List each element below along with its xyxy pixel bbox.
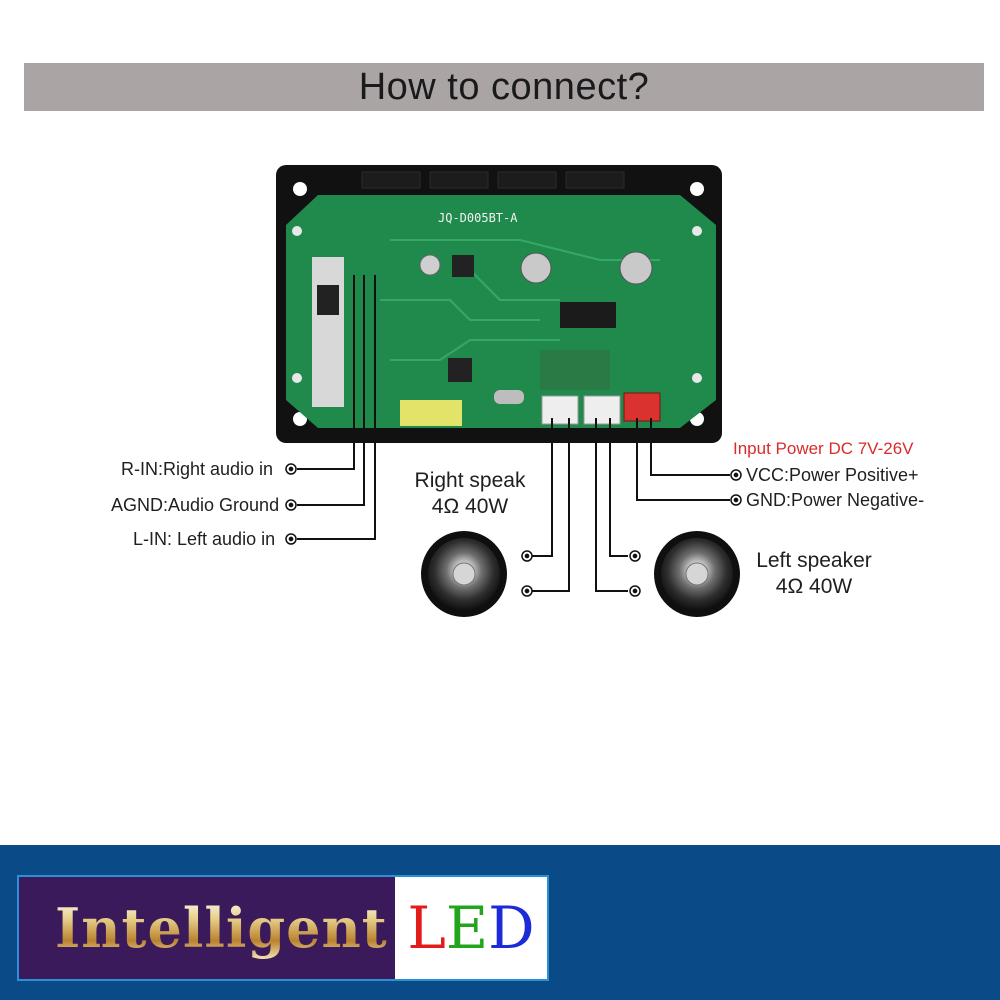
agnd-label: AGND:Audio Ground: [111, 495, 280, 515]
right-speaker-spec: 4Ω 40W: [431, 495, 509, 518]
left-speaker-spec: 4Ω 40W: [775, 575, 853, 598]
connectors: [541, 392, 661, 425]
pcb-board: JQ-D005BT-A: [286, 195, 716, 428]
gnd-label: GND:Power Negative-: [746, 490, 925, 510]
brand-logo: Intelligent L E D: [17, 875, 549, 981]
board-silkscreen: JQ-D005BT-A: [438, 211, 518, 225]
r-in-label: R-IN:Right audio in: [121, 459, 274, 479]
left-speaker-icon: [654, 531, 740, 617]
left-speaker-label: Left speaker 4Ω 40W: [748, 548, 880, 600]
right-speaker-icon: [421, 531, 507, 617]
terminals: [285, 463, 742, 597]
page-title: How to connect?: [358, 65, 650, 108]
brand-led-d: D: [488, 894, 535, 962]
brand-word-panel: Intelligent: [19, 877, 395, 979]
right-speaker-title: Right speak: [414, 469, 526, 492]
brand-led-l: L: [407, 894, 446, 962]
brand-led-e: E: [445, 894, 489, 962]
header-bar: How to connect?: [24, 63, 984, 111]
audio-input-wires: [297, 275, 376, 540]
l-in-label: L-IN: Left audio in: [133, 529, 276, 549]
vcc-label: VCC:Power Positive+: [746, 465, 919, 485]
input-power-label: Input Power DC 7V-26V: [733, 439, 914, 458]
wiring-diagram: JQ-D005BT-A: [276, 165, 742, 617]
speaker-wires: [532, 418, 628, 592]
brand-word: Intelligent: [55, 896, 388, 960]
power-wires: [636, 418, 730, 501]
left-speaker-title: Left speaker: [756, 549, 872, 572]
brand-led-panel: L E D: [395, 877, 547, 979]
right-speaker-label: Right speak 4Ω 40W: [405, 468, 535, 520]
